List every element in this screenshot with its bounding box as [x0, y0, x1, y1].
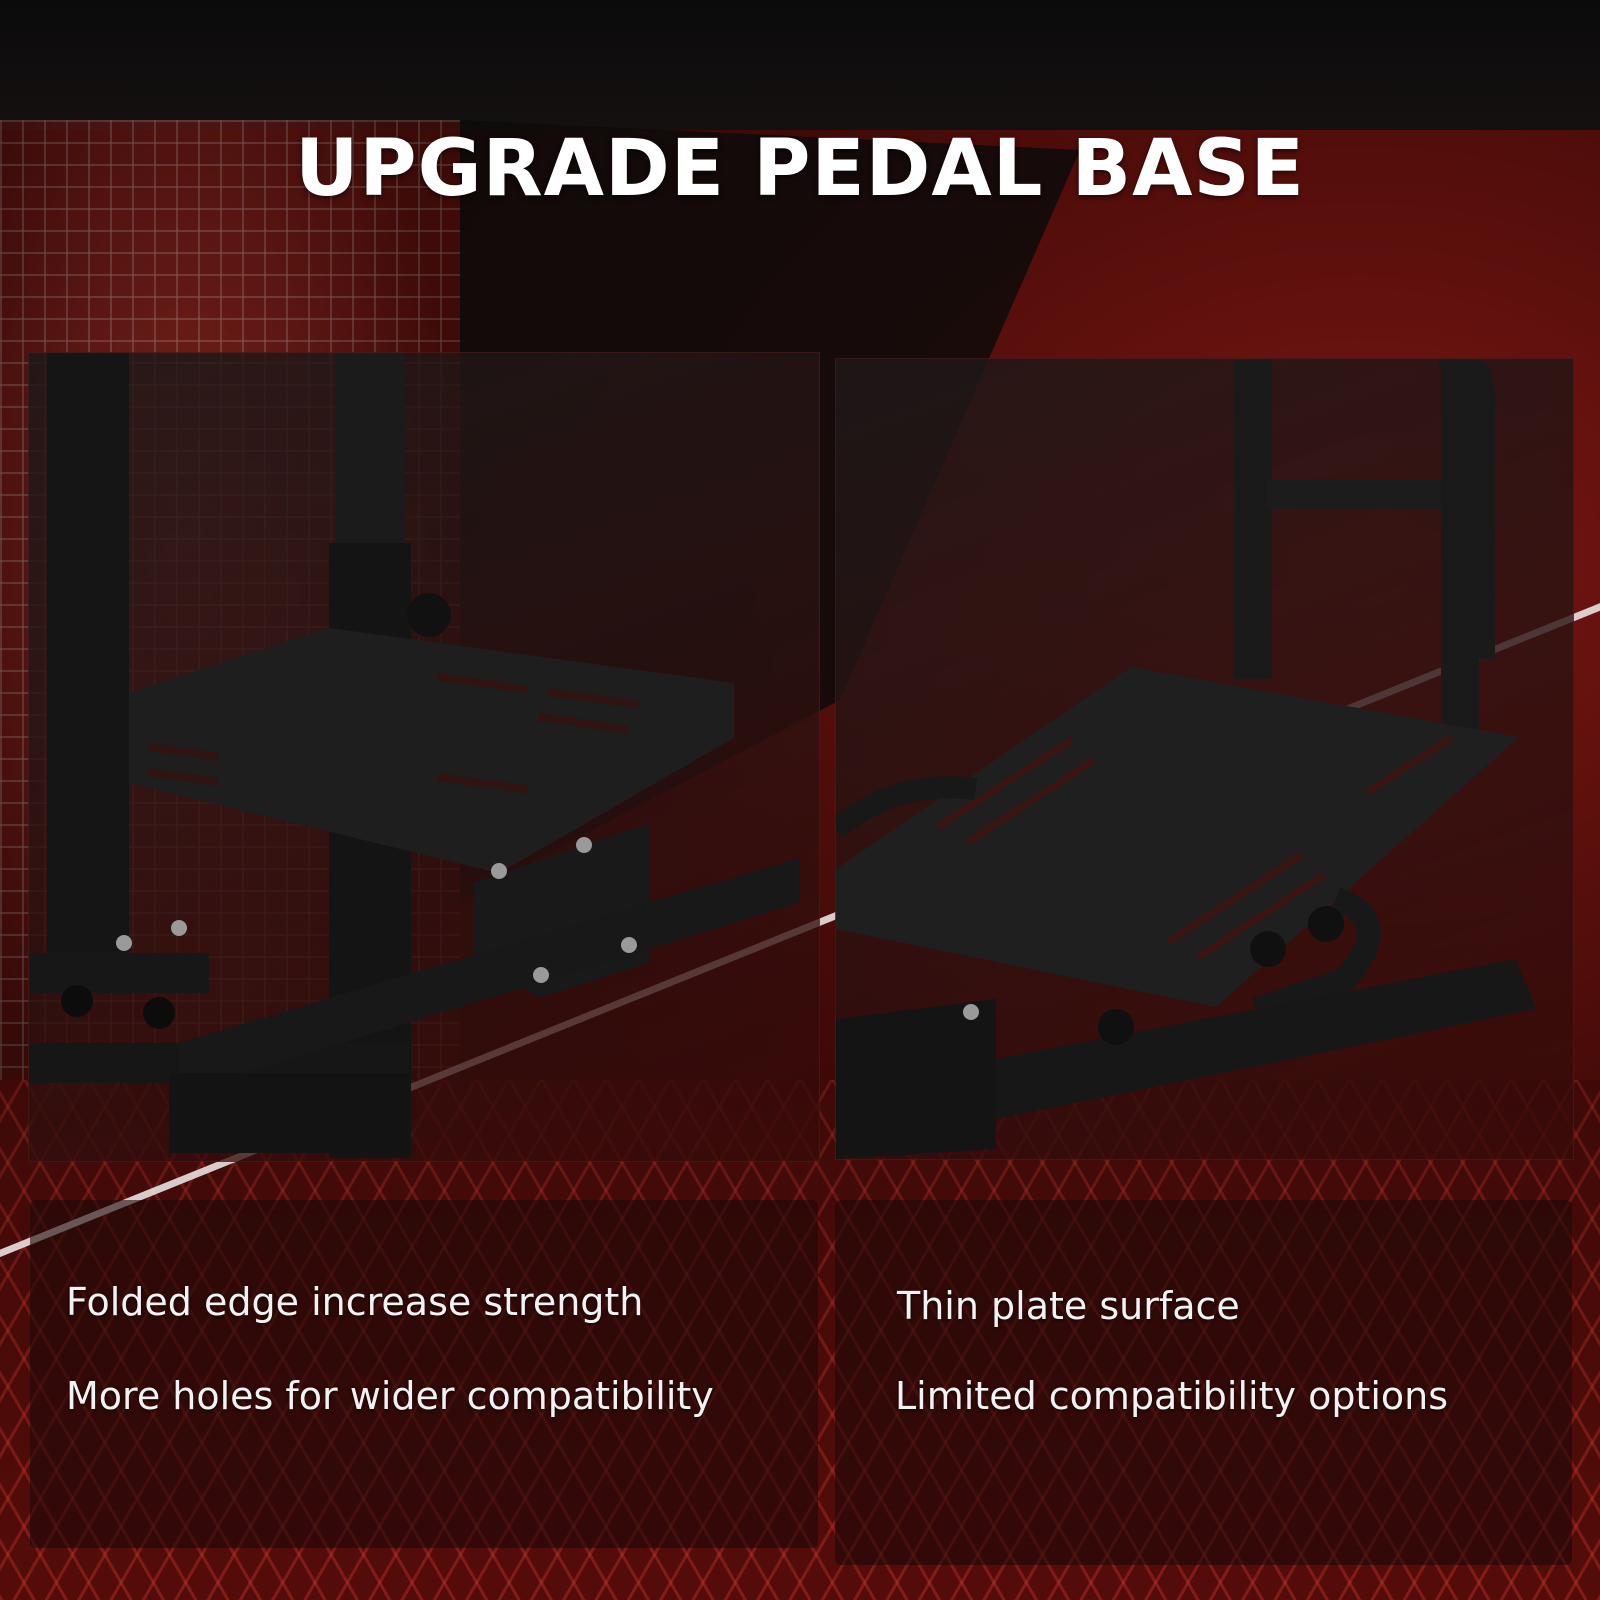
page-title: UPGRADE PEDAL BASE: [295, 124, 1305, 214]
right-features-panel: Thin plate surface Limited compatibility…: [835, 1200, 1572, 1565]
standard-pedal-base-photo: [835, 358, 1574, 1160]
standard-pedal-base-illustration: [836, 359, 1536, 1159]
left-feature-1: Folded edge increase strength: [66, 1280, 644, 1324]
left-features-panel: Folded edge increase strength More holes…: [30, 1200, 818, 1548]
upgraded-pedal-base-illustration: [29, 353, 799, 1158]
right-feature-2: Limited compatibility options: [895, 1374, 1449, 1418]
left-feature-2: More holes for wider compatibility: [66, 1374, 714, 1418]
top-band: [0, 0, 1600, 130]
upgraded-pedal-base-photo: [28, 352, 820, 1162]
right-feature-1: Thin plate surface: [897, 1284, 1240, 1328]
